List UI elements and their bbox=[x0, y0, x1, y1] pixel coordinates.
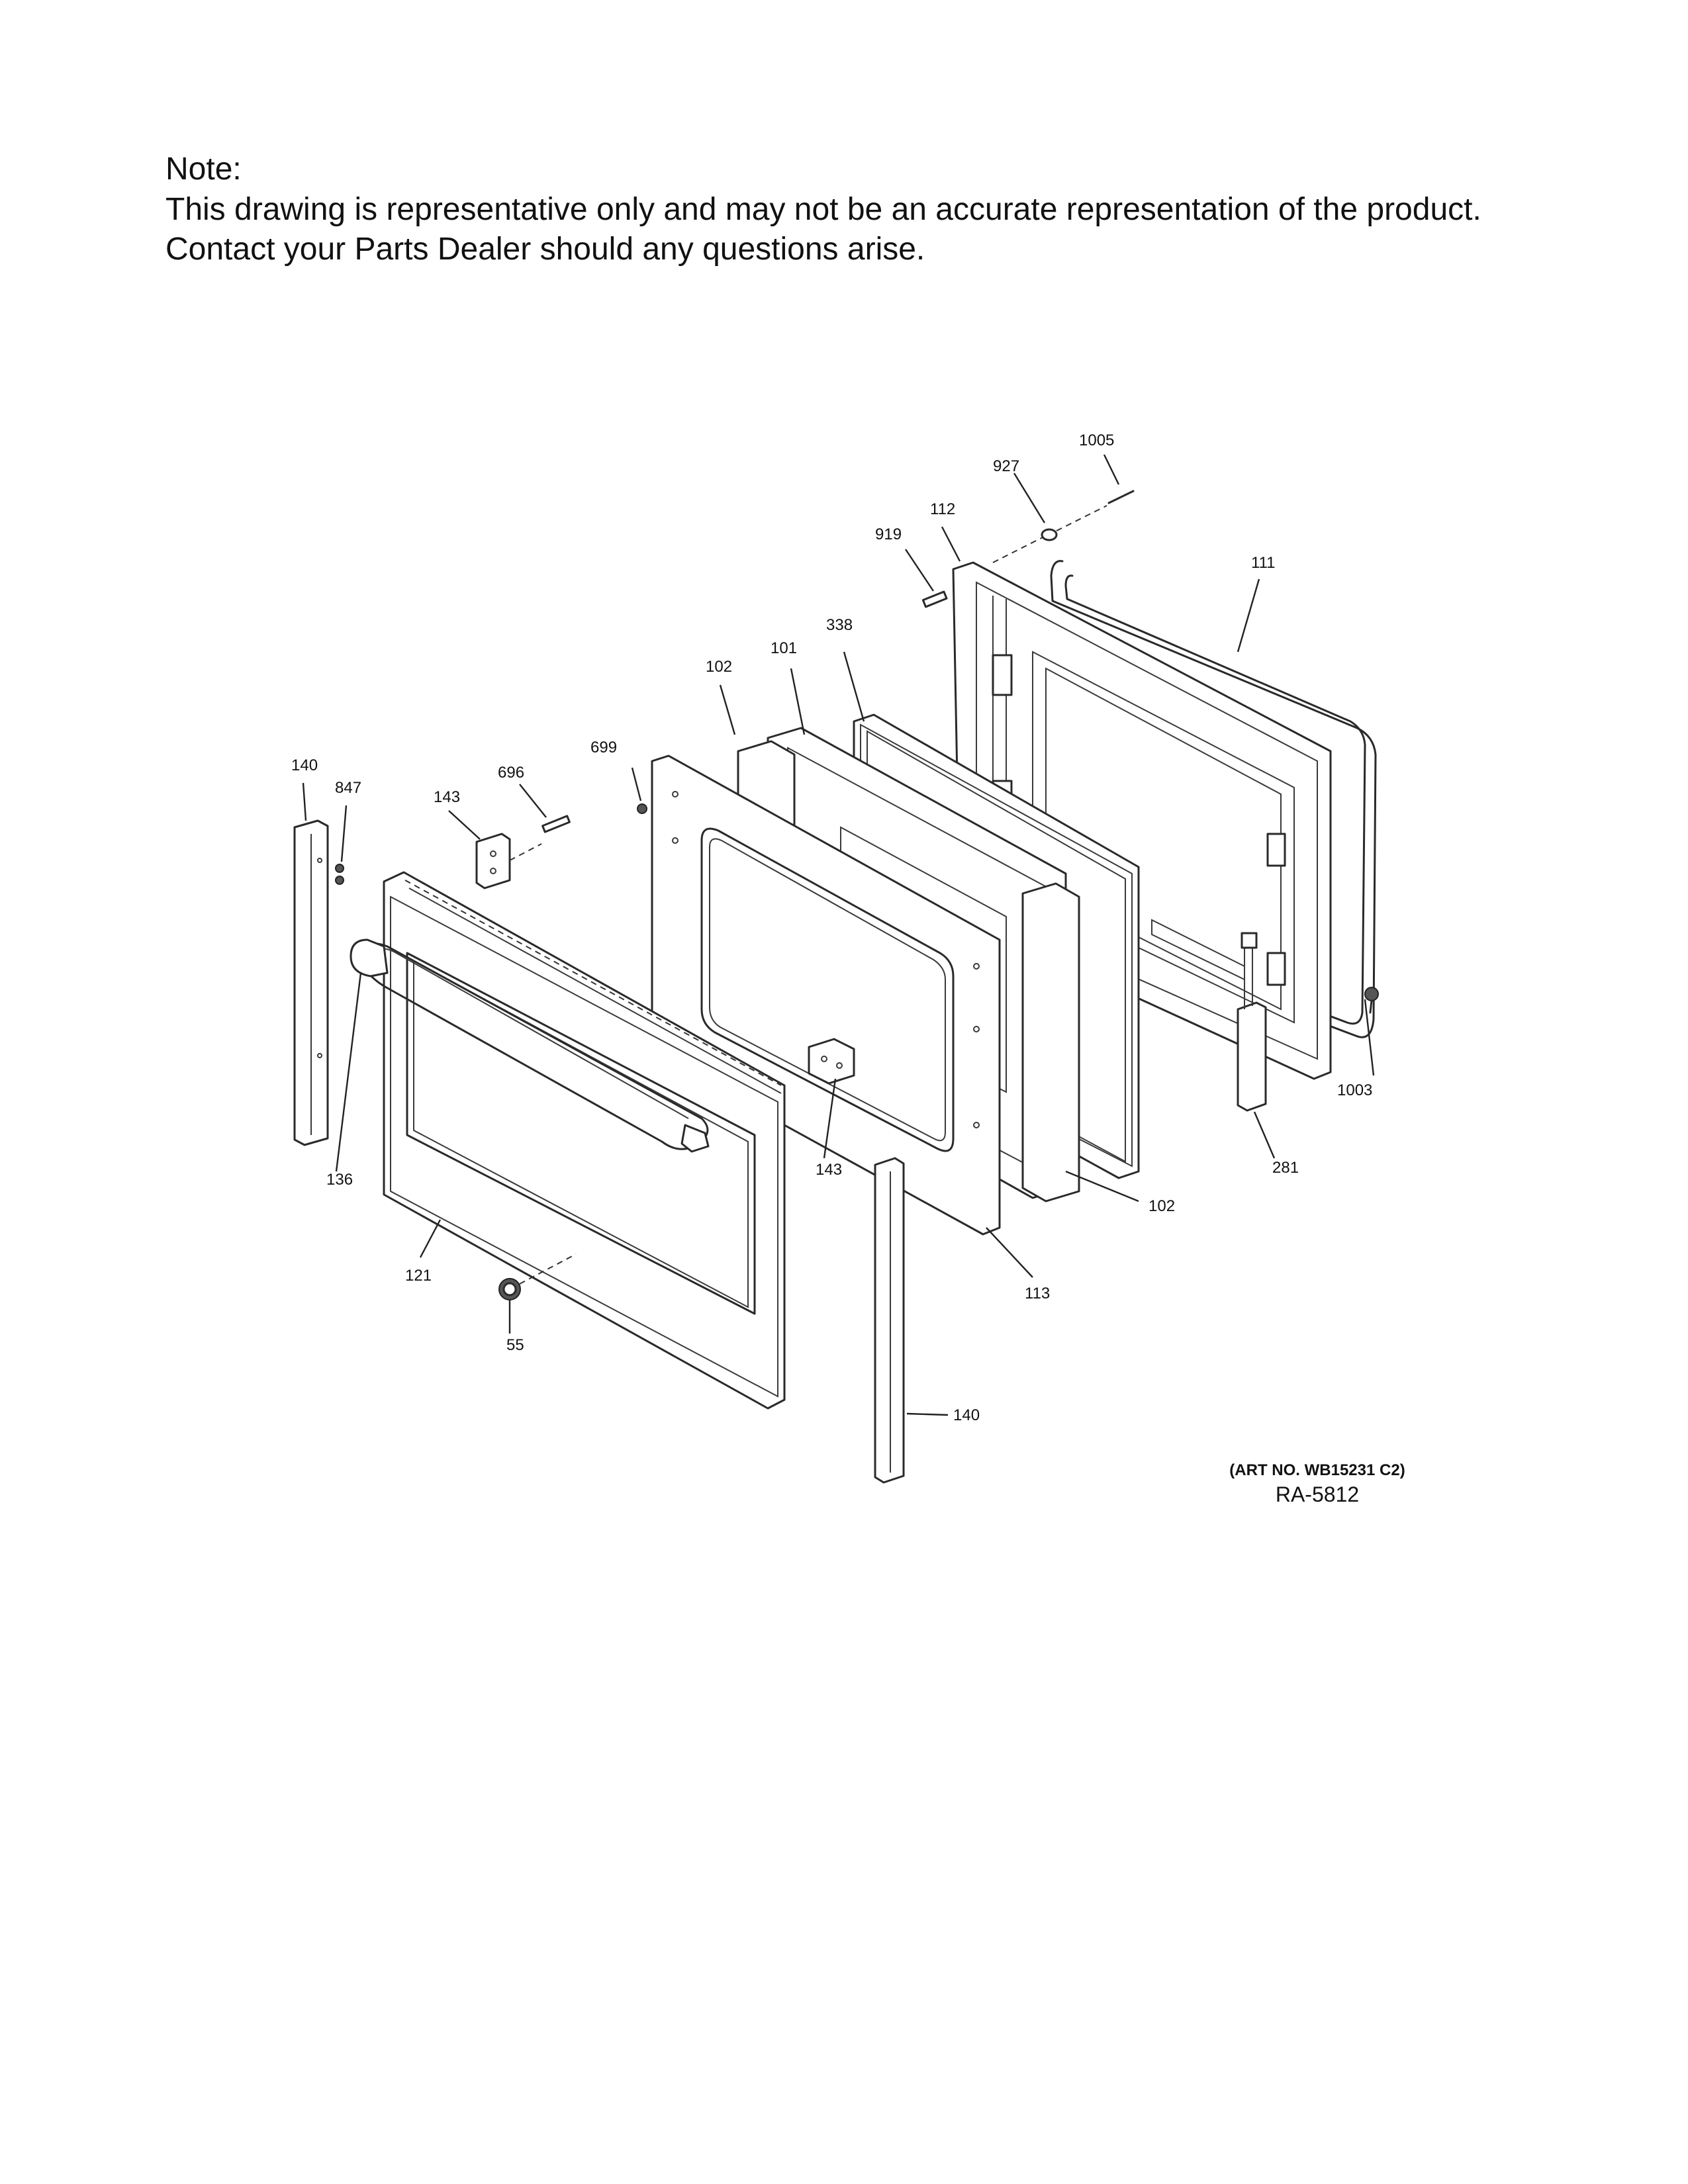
part-143-center-bracket bbox=[808, 1038, 855, 1085]
art-number: (ART NO. WB15231 C2) bbox=[1229, 1461, 1405, 1479]
note-line-2: Contact your Parts Dealer should any que… bbox=[165, 232, 925, 267]
callout-121: 121 bbox=[405, 1267, 432, 1285]
note-line-1: This drawing is representative only and … bbox=[165, 192, 1481, 227]
part-696-pin bbox=[541, 815, 571, 833]
callout-140-bottom: 140 bbox=[953, 1406, 980, 1424]
callout-696: 696 bbox=[498, 764, 524, 782]
callout-699: 699 bbox=[590, 739, 617, 756]
callout-112: 112 bbox=[930, 500, 955, 518]
part-143-left-bracket bbox=[475, 833, 542, 889]
callout-143-left: 143 bbox=[434, 788, 460, 806]
part-847-screws bbox=[335, 864, 344, 885]
callout-1005: 1005 bbox=[1079, 432, 1114, 449]
callout-leader-lines bbox=[302, 454, 1375, 1416]
callout-113: 113 bbox=[1025, 1285, 1050, 1302]
callout-143-mid: 143 bbox=[816, 1161, 842, 1179]
part-136-door-handle bbox=[350, 938, 710, 1153]
part-919-screw bbox=[921, 590, 948, 608]
part-699-screw bbox=[637, 803, 647, 814]
part-927-washer bbox=[1041, 528, 1058, 541]
part-1005-screw bbox=[992, 490, 1135, 563]
callout-847: 847 bbox=[335, 779, 361, 797]
callout-919: 919 bbox=[875, 525, 902, 543]
note-title: Note: bbox=[165, 152, 242, 187]
part-1003-screw bbox=[1364, 987, 1379, 1014]
ra-number: RA-5812 bbox=[1275, 1482, 1360, 1506]
callout-101: 101 bbox=[771, 639, 797, 657]
callout-136: 136 bbox=[326, 1171, 353, 1189]
callout-338: 338 bbox=[826, 616, 853, 634]
part-113-glass-frame bbox=[651, 754, 1001, 1236]
callout-111: 111 bbox=[1251, 554, 1275, 572]
part-111-door-gasket bbox=[1050, 560, 1377, 1038]
callout-140-left: 140 bbox=[291, 756, 318, 774]
callout-labels: 1005 927 112 919 111 338 101 102 699 140… bbox=[291, 432, 1372, 1424]
part-121-outer-door bbox=[383, 871, 786, 1410]
callout-102-bottom: 102 bbox=[1149, 1197, 1175, 1215]
part-140-bottom-side-trim bbox=[874, 1157, 905, 1484]
callout-927: 927 bbox=[993, 457, 1019, 475]
callout-281: 281 bbox=[1272, 1159, 1299, 1177]
part-140-left-side-trim bbox=[293, 819, 329, 1146]
callout-102-top: 102 bbox=[706, 658, 732, 676]
callout-55: 55 bbox=[506, 1336, 524, 1354]
callout-1003: 1003 bbox=[1337, 1081, 1372, 1099]
part-281-hinge bbox=[1237, 932, 1267, 1112]
